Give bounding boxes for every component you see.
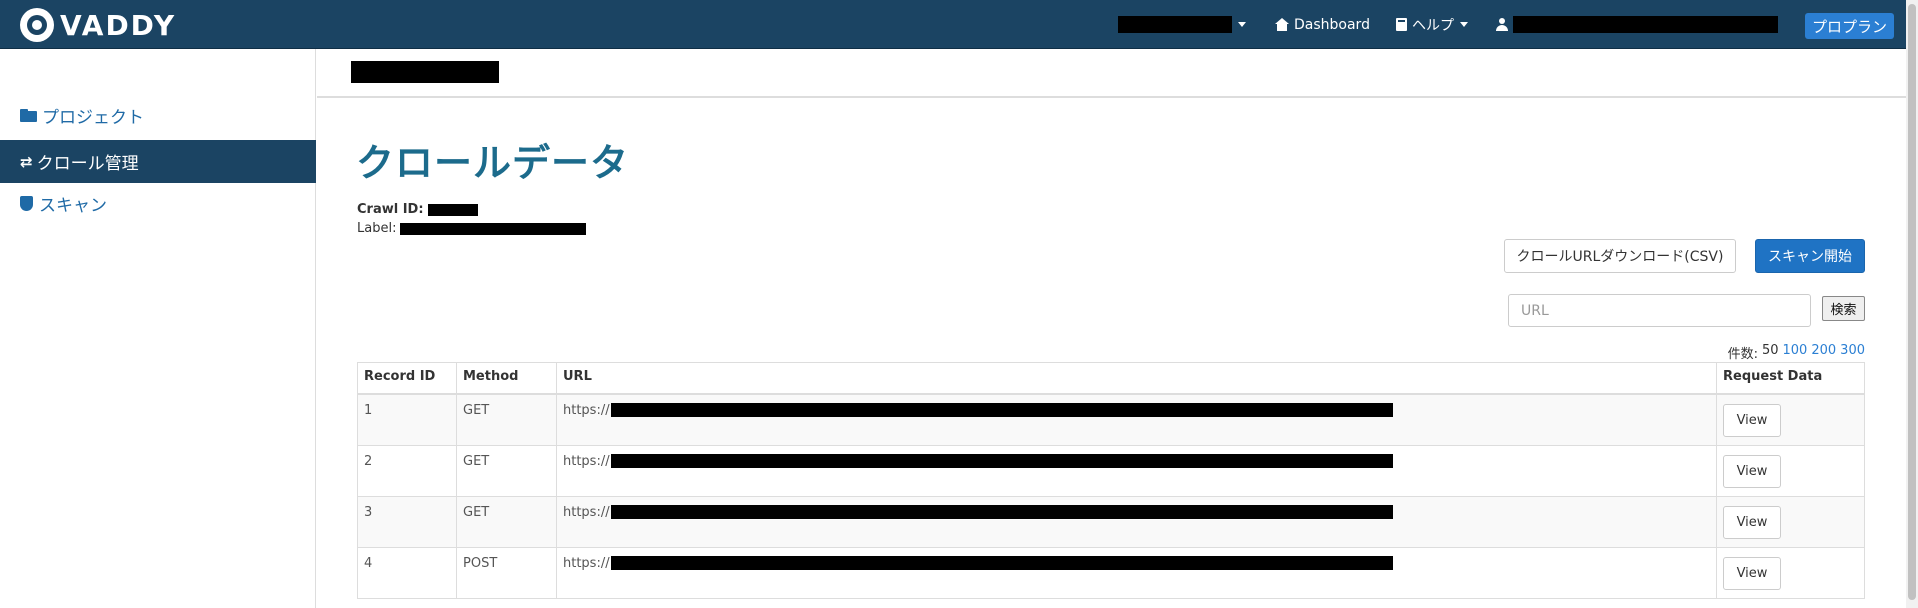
url-cell[interactable]: https://	[556, 546, 1717, 599]
column-header-request-data: Request Data	[1716, 362, 1865, 395]
label-label: Label:	[357, 221, 397, 236]
per-page-label: 件数:	[1727, 347, 1758, 362]
url-prefix: https://	[563, 453, 610, 469]
label-row: Label:	[357, 221, 587, 236]
scrollbar-thumb[interactable]	[1908, 4, 1916, 600]
request-data-cell: View	[1716, 495, 1865, 548]
chevron-down-icon	[1460, 22, 1468, 27]
sidebar-item-label: プロジェクト	[42, 108, 144, 128]
dashboard-label: Dashboard	[1294, 16, 1370, 33]
view-request-button[interactable]: View	[1723, 454, 1781, 488]
crawl-id-row: Crawl ID:	[357, 202, 478, 217]
brand-name: VADDY	[60, 8, 177, 42]
url-cell[interactable]: https://	[556, 393, 1717, 446]
vertical-scrollbar[interactable]	[1906, 0, 1918, 608]
per-page-selector: 件数: 50 100 200 300	[1728, 343, 1865, 362]
vaddy-logo-icon	[20, 8, 54, 42]
folder-open-icon	[20, 109, 37, 122]
help-dropdown[interactable]: ヘルプ	[1396, 0, 1468, 49]
redacted-url	[610, 504, 1393, 519]
sidebar-item-scan[interactable]: スキャン	[0, 182, 316, 225]
url-prefix: https://	[563, 402, 610, 418]
sidebar-item-projects[interactable]: プロジェクト	[0, 94, 316, 137]
redacted-crawl-id	[427, 203, 478, 216]
method-cell: GET	[456, 495, 557, 548]
home-icon	[1275, 18, 1289, 31]
per-page-option-300[interactable]: 300	[1840, 343, 1865, 358]
record-id-cell: 4	[357, 546, 457, 599]
method-cell: GET	[456, 393, 557, 446]
table-row: 3 GET https:// View	[357, 495, 1865, 548]
url-cell[interactable]: https://	[556, 444, 1717, 497]
per-page-option-100[interactable]: 100	[1782, 343, 1808, 358]
per-page-current: 50	[1761, 343, 1779, 358]
redacted-label	[400, 222, 587, 235]
user-icon	[1496, 18, 1508, 31]
request-data-cell: View	[1716, 546, 1865, 599]
redacted-url	[610, 453, 1393, 468]
url-prefix: https://	[563, 504, 610, 520]
table-row: 1 GET https:// View	[357, 393, 1865, 446]
record-id-cell: 2	[357, 444, 457, 497]
breadcrumb	[317, 49, 1906, 98]
column-header-method: Method	[456, 362, 557, 395]
view-request-button[interactable]: View	[1723, 505, 1781, 539]
redacted-user-email	[1513, 16, 1778, 33]
start-scan-button[interactable]: スキャン開始	[1755, 239, 1865, 273]
dashboard-link[interactable]: Dashboard	[1275, 0, 1370, 49]
url-prefix: https://	[563, 555, 610, 571]
project-selector-dropdown[interactable]	[1118, 0, 1246, 49]
table-row: 2 GET https:// View	[357, 444, 1865, 497]
chevron-down-icon	[1238, 22, 1246, 27]
exchange-icon: ⇄	[20, 152, 33, 171]
request-data-cell: View	[1716, 393, 1865, 446]
redacted-project-name	[1118, 16, 1232, 33]
view-request-button[interactable]: View	[1723, 556, 1781, 590]
user-menu-dropdown[interactable]	[1496, 0, 1778, 49]
per-page-option-200[interactable]: 200	[1811, 343, 1837, 358]
table-header-row: Record ID Method URL Request Data	[357, 362, 1865, 395]
sidebar-item-label: クロール管理	[36, 154, 139, 174]
redacted-url	[610, 555, 1393, 570]
book-icon	[1396, 18, 1407, 31]
record-id-cell: 3	[357, 495, 457, 548]
table-row: 4 POST https:// View	[357, 546, 1865, 599]
request-data-cell: View	[1716, 444, 1865, 497]
shield-icon	[20, 196, 33, 211]
crawl-id-label: Crawl ID:	[357, 202, 424, 217]
column-header-url: URL	[556, 362, 1717, 395]
sidebar-item-crawl-management[interactable]: ⇄ クロール管理	[0, 140, 316, 183]
record-id-cell: 1	[357, 393, 457, 446]
search-button[interactable]: 検索	[1822, 296, 1865, 321]
column-header-record-id: Record ID	[357, 362, 457, 395]
page-title: クロールデータ	[356, 141, 630, 185]
download-csv-button[interactable]: クロールURLダウンロード(CSV)	[1504, 239, 1736, 273]
plan-badge[interactable]: プロプラン	[1804, 13, 1894, 39]
redacted-breadcrumb[interactable]	[351, 61, 499, 83]
view-request-button[interactable]: View	[1723, 403, 1781, 437]
help-label: ヘルプ	[1412, 17, 1454, 34]
sidebar-item-label: スキャン	[39, 196, 107, 216]
method-cell: POST	[456, 546, 557, 599]
top-navbar: VADDY Dashboard ヘルプ プロプラン	[0, 0, 1918, 49]
sidebar: プロジェクト ⇄ クロール管理 スキャン	[0, 49, 316, 608]
method-cell: GET	[456, 444, 557, 497]
brand-logo[interactable]: VADDY	[20, 8, 176, 42]
crawl-data-table: Record ID Method URL Request Data 1 GET …	[357, 362, 1865, 599]
url-search-input[interactable]: URL	[1508, 294, 1811, 327]
redacted-url	[610, 402, 1393, 417]
url-cell[interactable]: https://	[556, 495, 1717, 548]
